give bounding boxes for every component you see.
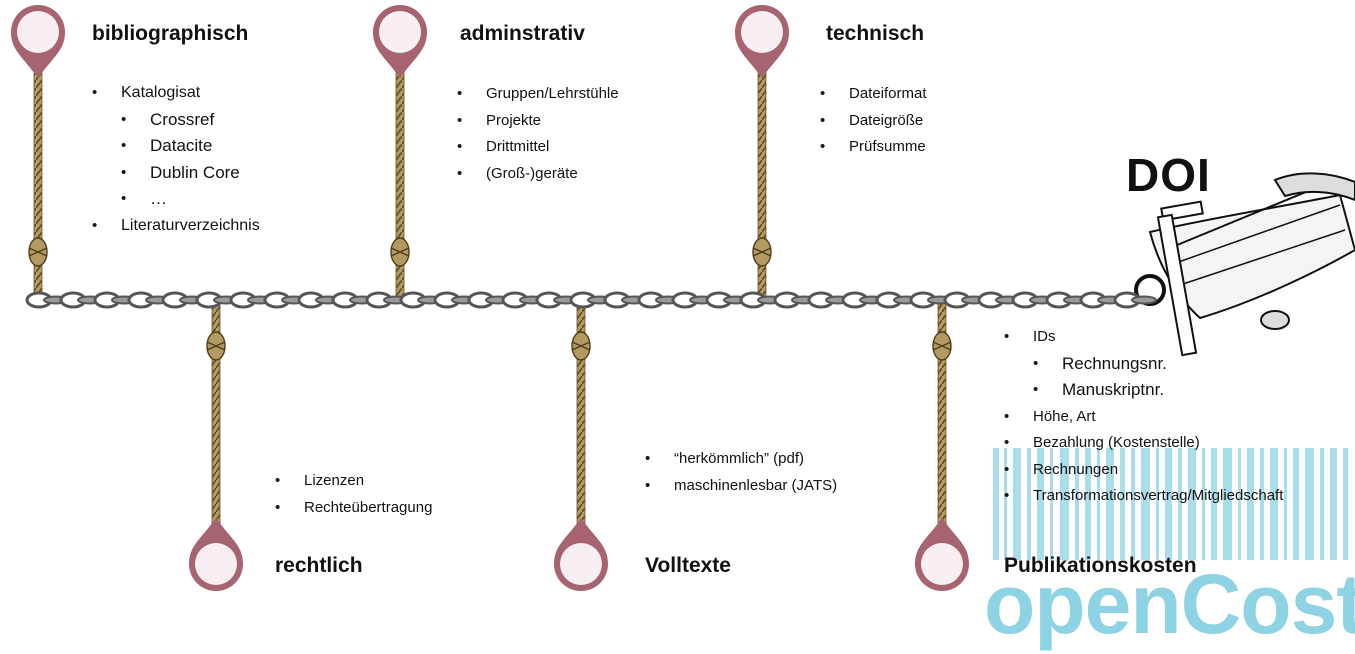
list-item: … [92,186,260,213]
list-item: Transformationsvertrag/Mitgliedschaft [1004,483,1283,510]
list-item: Projekte [457,108,619,135]
list-item: Höhe, Art [1004,404,1283,431]
rope-knots [28,237,952,361]
list-bibliographisch: KatalogisatCrossrefDataciteDublin Core…L… [92,80,260,239]
list-item: Rechnungsnr. [1004,351,1283,378]
pin-rechtlich [189,518,243,591]
list-item: Dateigröße [820,108,927,135]
heading-publikationskosten: Publikationskosten [1004,554,1197,577]
heading-technisch: technisch [826,22,925,45]
chain-link [1131,295,1157,305]
pin-administrativ [373,5,427,78]
list-item: maschinenlesbar (JATS) [645,473,837,500]
list-item: Prüfsumme [820,134,927,161]
pin-volltexte [554,518,608,591]
list-item: IDs [1004,324,1283,351]
list-volltexte: “herkömmlich” (pdf)maschinenlesbar (JATS… [645,446,837,499]
heading-rechtlich: rechtlich [275,554,363,577]
list-publikationskosten: IDsRechnungsnr.Manuskriptnr.Höhe, ArtBez… [1004,324,1283,510]
heading-volltexte: Volltexte [645,554,731,577]
list-item: Crossref [92,107,260,134]
list-item: Datacite [92,133,260,160]
list-item: Rechteübertragung [275,495,432,522]
list-item: Manuskriptnr. [1004,377,1283,404]
heading-administrativ: adminstrativ [460,22,585,45]
doi-label: DOI [1126,149,1211,201]
pin-technisch [735,5,789,78]
chain [25,291,1157,309]
list-item: Drittmittel [457,134,619,161]
heading-bibliographisch: bibliographisch [92,22,249,45]
list-item: Rechnungen [1004,457,1283,484]
list-item: Gruppen/Lehrstühle [457,81,619,108]
list-item: (Groß-)geräte [457,161,619,188]
pin-publikationskosten [915,518,969,591]
list-item: “herkömmlich” (pdf) [645,446,837,473]
pin-bibliographisch [11,5,65,78]
list-item: Dateiformat [820,81,927,108]
list-administrativ: Gruppen/LehrstühleProjekteDrittmittel(Gr… [457,81,619,187]
anchor-icon [1134,172,1355,357]
list-item: Literaturverzeichnis [92,213,260,240]
list-rechtlich: LizenzenRechteübertragung [275,468,432,521]
opencost-logo: openCost [984,557,1355,651]
list-technisch: DateiformatDateigrößePrüfsumme [820,81,927,161]
list-item: Katalogisat [92,80,260,107]
list-item: Lizenzen [275,468,432,495]
list-item: Bezahlung (Kostenstelle) [1004,430,1283,457]
list-item: Dublin Core [92,160,260,187]
